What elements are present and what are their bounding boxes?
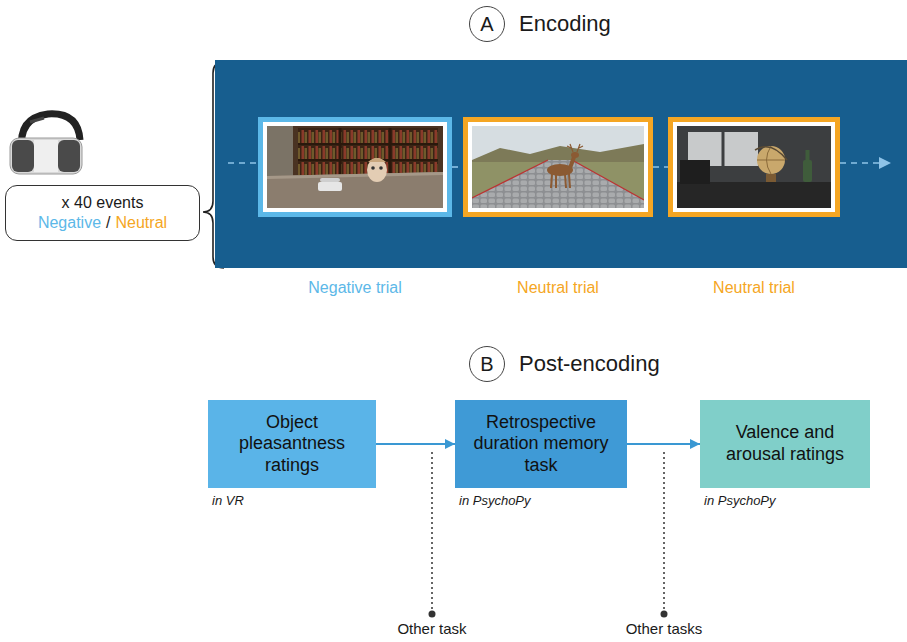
section-letter: A: [480, 13, 493, 36]
task-name: Object pleasantness ratings: [218, 412, 366, 477]
section-marker: A Encoding: [469, 6, 611, 42]
valence-word: /: [106, 214, 110, 231]
trial-label: Negative trial: [258, 279, 452, 297]
task-name: Valence and arousal ratings: [710, 422, 860, 465]
frame-border: [463, 117, 653, 217]
task-fill: Valence and arousal ratings: [700, 400, 870, 488]
task-name: Retrospective duration memory task: [465, 412, 617, 477]
connector: [627, 443, 700, 445]
encoding-band: [215, 60, 907, 268]
circle-outline: A: [469, 6, 505, 42]
task-fill: Object pleasantness ratings: [208, 400, 376, 488]
task-box: Object pleasantness ratings in VR: [208, 400, 376, 508]
software-note: in PsychoPy: [700, 493, 870, 508]
section-letter: B: [480, 353, 493, 376]
event-box: x 40 eventsNegative / Neutral: [5, 185, 200, 241]
trial-frame: Negative trial: [258, 117, 452, 297]
valence-word: Negative: [38, 214, 101, 231]
event-count: x 40 events: [62, 193, 144, 213]
trial-frame: Neutral trial: [463, 117, 653, 297]
library-scene: [267, 126, 443, 208]
frame-border: [258, 117, 452, 217]
task-box: Retrospective duration memory task in Psy…: [455, 400, 627, 508]
room-scene: [677, 126, 831, 208]
valence-line: Negative / Neutral: [38, 213, 167, 233]
task-fill: Retrospective duration memory task: [455, 400, 627, 488]
side-task-label: Other tasks: [626, 620, 703, 637]
section-title: Encoding: [519, 11, 611, 37]
software-note: in PsychoPy: [455, 493, 627, 508]
dot: [429, 611, 436, 618]
section-title: Post-encoding: [519, 351, 660, 377]
connector: [452, 166, 463, 168]
software-note: in VR: [208, 493, 376, 508]
dot: [661, 611, 668, 618]
frame-border: [668, 117, 840, 217]
circle-outline: B: [469, 346, 505, 382]
task-box: Valence and arousal ratings in PsychoPy: [700, 400, 870, 508]
vr-headset: [10, 114, 82, 174]
trial-label: Neutral trial: [463, 279, 653, 297]
road-scene: [472, 126, 644, 208]
connector: [653, 166, 668, 168]
event-outline: x 40 eventsNegative / Neutral: [5, 185, 200, 241]
section-marker: B Post-encoding: [469, 346, 660, 382]
valence-word: Neutral: [116, 214, 168, 231]
trial-label: Neutral trial: [668, 279, 840, 297]
side-task-label: Other task: [397, 620, 466, 637]
trial-frame: Neutral trial: [668, 117, 840, 297]
connector: [376, 443, 455, 445]
